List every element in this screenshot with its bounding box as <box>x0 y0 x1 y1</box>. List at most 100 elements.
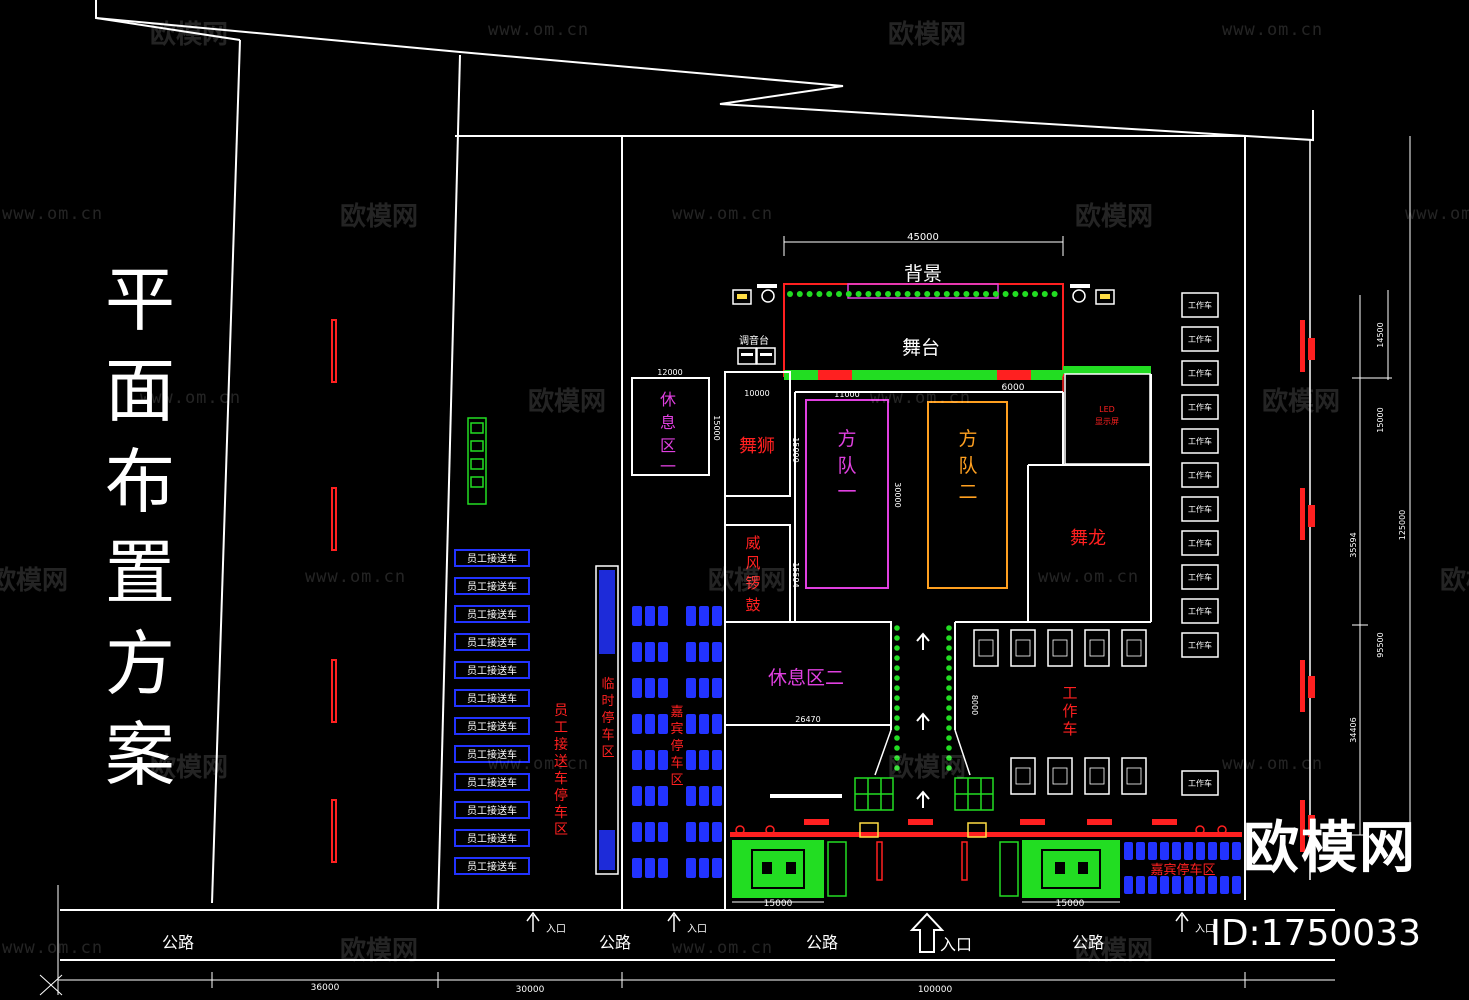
dim-bottom-3: 100000 <box>918 985 953 995</box>
shuttle-vehicle <box>454 773 530 791</box>
watermark-brand: 欧模网 <box>1075 936 1154 966</box>
squad-one-zone <box>805 399 889 589</box>
work-vehicle-window <box>1126 639 1142 657</box>
dim-right-2: 15000 <box>1376 407 1385 432</box>
plant-dot <box>894 715 900 721</box>
watermark-brand: 欧模网 <box>708 566 787 596</box>
plant-dot <box>946 755 952 761</box>
plant-dot <box>946 645 952 651</box>
dim-right-1: 14500 <box>1376 322 1385 347</box>
left-gate <box>732 840 847 898</box>
plant-dot <box>885 291 891 297</box>
work-vehicle <box>1047 629 1073 667</box>
white-bar <box>770 794 842 798</box>
bottom-dimension <box>39 885 1335 996</box>
shuttle-vehicle <box>454 605 530 623</box>
plant-dot <box>946 635 952 641</box>
watermark-url: www.om.cn <box>2 938 104 958</box>
guest-car <box>699 822 709 842</box>
watermark-url: www.om.cn <box>672 204 774 224</box>
work-vehicle <box>1181 598 1219 624</box>
squad-two-zone <box>927 401 1008 589</box>
led-label-2: 显示屏 <box>1095 417 1119 426</box>
aisle-plants <box>894 625 952 771</box>
led-screen-zone <box>1064 373 1151 465</box>
guest-car <box>658 750 668 770</box>
guest-parking-left-label-3: 停 <box>670 738 683 754</box>
guest-car <box>658 678 668 698</box>
work-vehicle-window <box>1015 639 1031 657</box>
plant-dot <box>816 291 823 297</box>
plant-dot <box>1041 291 1048 297</box>
guest-car <box>1148 842 1157 860</box>
work-vehicle <box>1010 629 1036 667</box>
work-vehicle-window <box>1126 767 1142 785</box>
led-label-1: LED <box>1099 405 1115 414</box>
work-vehicle-label: 工作车 <box>1188 436 1212 446</box>
guest-car <box>632 606 642 626</box>
plant-dot <box>1032 291 1038 297</box>
shuttle-vehicle-label: 员工接送车 <box>467 748 517 761</box>
shuttle-vehicle <box>454 717 530 735</box>
shuttle-vehicle-label: 员工接送车 <box>467 720 517 733</box>
work-vehicle-window <box>1052 767 1068 785</box>
guest-car <box>1124 876 1133 894</box>
plant-dot <box>973 291 980 297</box>
watermark-brand: 欧模网 <box>340 936 419 966</box>
guest-car <box>1172 842 1181 860</box>
guest-car <box>712 714 722 734</box>
guest-car <box>645 750 655 770</box>
aisle-arrows <box>916 632 930 808</box>
watermark-brand: 欧模网 <box>150 753 229 783</box>
guest-car <box>699 858 709 878</box>
watermark-brand: 欧模网 <box>150 20 229 50</box>
shuttle-vehicle-label: 员工接送车 <box>467 776 517 789</box>
guest-car <box>686 642 696 662</box>
squad-two-label-3: 二 <box>958 481 977 503</box>
plant-dot <box>894 705 900 711</box>
work-vehicle-label: 工作车 <box>1188 470 1212 480</box>
squad-one-label-3: 一 <box>837 481 856 503</box>
staff-parking-label-4: 送 <box>554 754 568 770</box>
plant-dot <box>894 765 900 771</box>
work-vehicle-label: 工作车 <box>1188 778 1212 788</box>
work-vehicle <box>1181 496 1219 522</box>
dim-bottom-2: 30000 <box>516 985 545 995</box>
guest-car <box>658 642 668 662</box>
backdrop-label: 背景 <box>904 263 942 285</box>
backdrop-plants <box>787 291 1058 297</box>
plant-dot <box>787 291 793 297</box>
plant-dot <box>946 625 952 631</box>
green-planters <box>854 777 994 811</box>
plant-dot <box>992 291 999 297</box>
work-vehicle <box>1084 757 1110 795</box>
plant-dot <box>894 291 901 297</box>
guest-car <box>1232 876 1241 894</box>
watermark-brand: 欧模网 <box>888 20 967 50</box>
watermark-brand: 欧模网 <box>528 387 607 417</box>
work-vehicle-label: 工作车 <box>1188 572 1212 582</box>
watermark-url: www.om.cn <box>140 388 242 408</box>
guest-parking-left-label-1: 嘉 <box>670 705 683 720</box>
work-vehicle <box>1181 394 1219 420</box>
watermark-url: www.om.cn <box>2 204 104 224</box>
plant-dot <box>1022 291 1029 297</box>
staff-parking-label-7: 车 <box>554 804 568 821</box>
shuttle-vehicle-label: 员工接送车 <box>467 664 517 677</box>
plant-dot <box>826 291 833 297</box>
plant-dot <box>894 735 900 741</box>
shuttle-vehicle <box>454 857 530 875</box>
shuttle-vehicle-label: 员工接送车 <box>467 692 517 705</box>
dim-right-gate: 15000 <box>1056 899 1085 909</box>
guest-car <box>632 678 642 698</box>
guest-car <box>699 750 709 770</box>
work-vehicle <box>1181 632 1219 658</box>
work-vehicle <box>1181 564 1219 590</box>
plant-dot <box>924 291 931 297</box>
temp-parking-label-5: 区 <box>601 745 614 760</box>
title-char: 布 <box>105 441 175 523</box>
guest-car <box>699 786 709 806</box>
plant-dot <box>855 291 862 297</box>
guest-car <box>632 750 642 770</box>
